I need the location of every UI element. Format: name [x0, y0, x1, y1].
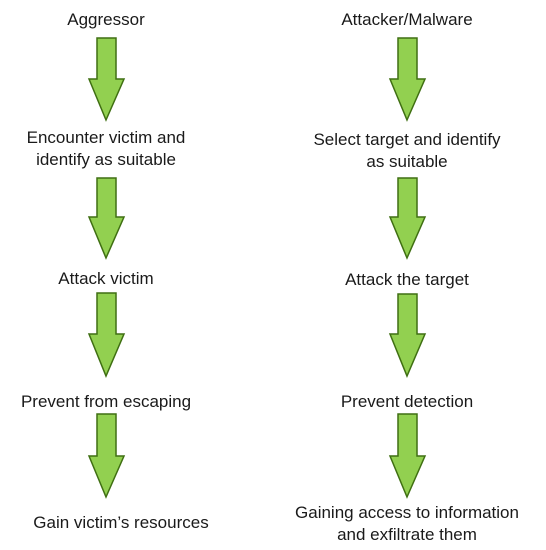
- left-step-prevent-escaping: Prevent from escaping: [20, 392, 192, 411]
- down-arrow-icon: [87, 413, 126, 499]
- down-arrow-icon: [87, 37, 126, 122]
- left-step-gain-resources: Gain victim’s resources: [33, 513, 209, 532]
- down-arrow-icon: [87, 292, 126, 378]
- down-arrow-icon: [388, 293, 427, 378]
- left-step-attack-victim: Attack victim: [58, 269, 154, 288]
- left-step-aggressor: Aggressor: [67, 10, 145, 29]
- right-step-select-target: Select target and identify as suitable: [313, 130, 501, 171]
- right-step-prevent-detection: Prevent detection: [340, 392, 474, 411]
- down-arrow-icon: [388, 37, 427, 122]
- down-arrow-icon: [388, 177, 427, 260]
- right-step-gaining-access: Gaining access to information and exfilt…: [295, 503, 519, 544]
- left-step-encounter-victim: Encounter victim and identify as suitabl…: [26, 128, 186, 169]
- right-step-attack-target: Attack the target: [345, 270, 469, 289]
- down-arrow-icon: [87, 177, 126, 260]
- right-step-attacker-malware: Attacker/Malware: [341, 10, 473, 29]
- down-arrow-icon: [388, 413, 427, 499]
